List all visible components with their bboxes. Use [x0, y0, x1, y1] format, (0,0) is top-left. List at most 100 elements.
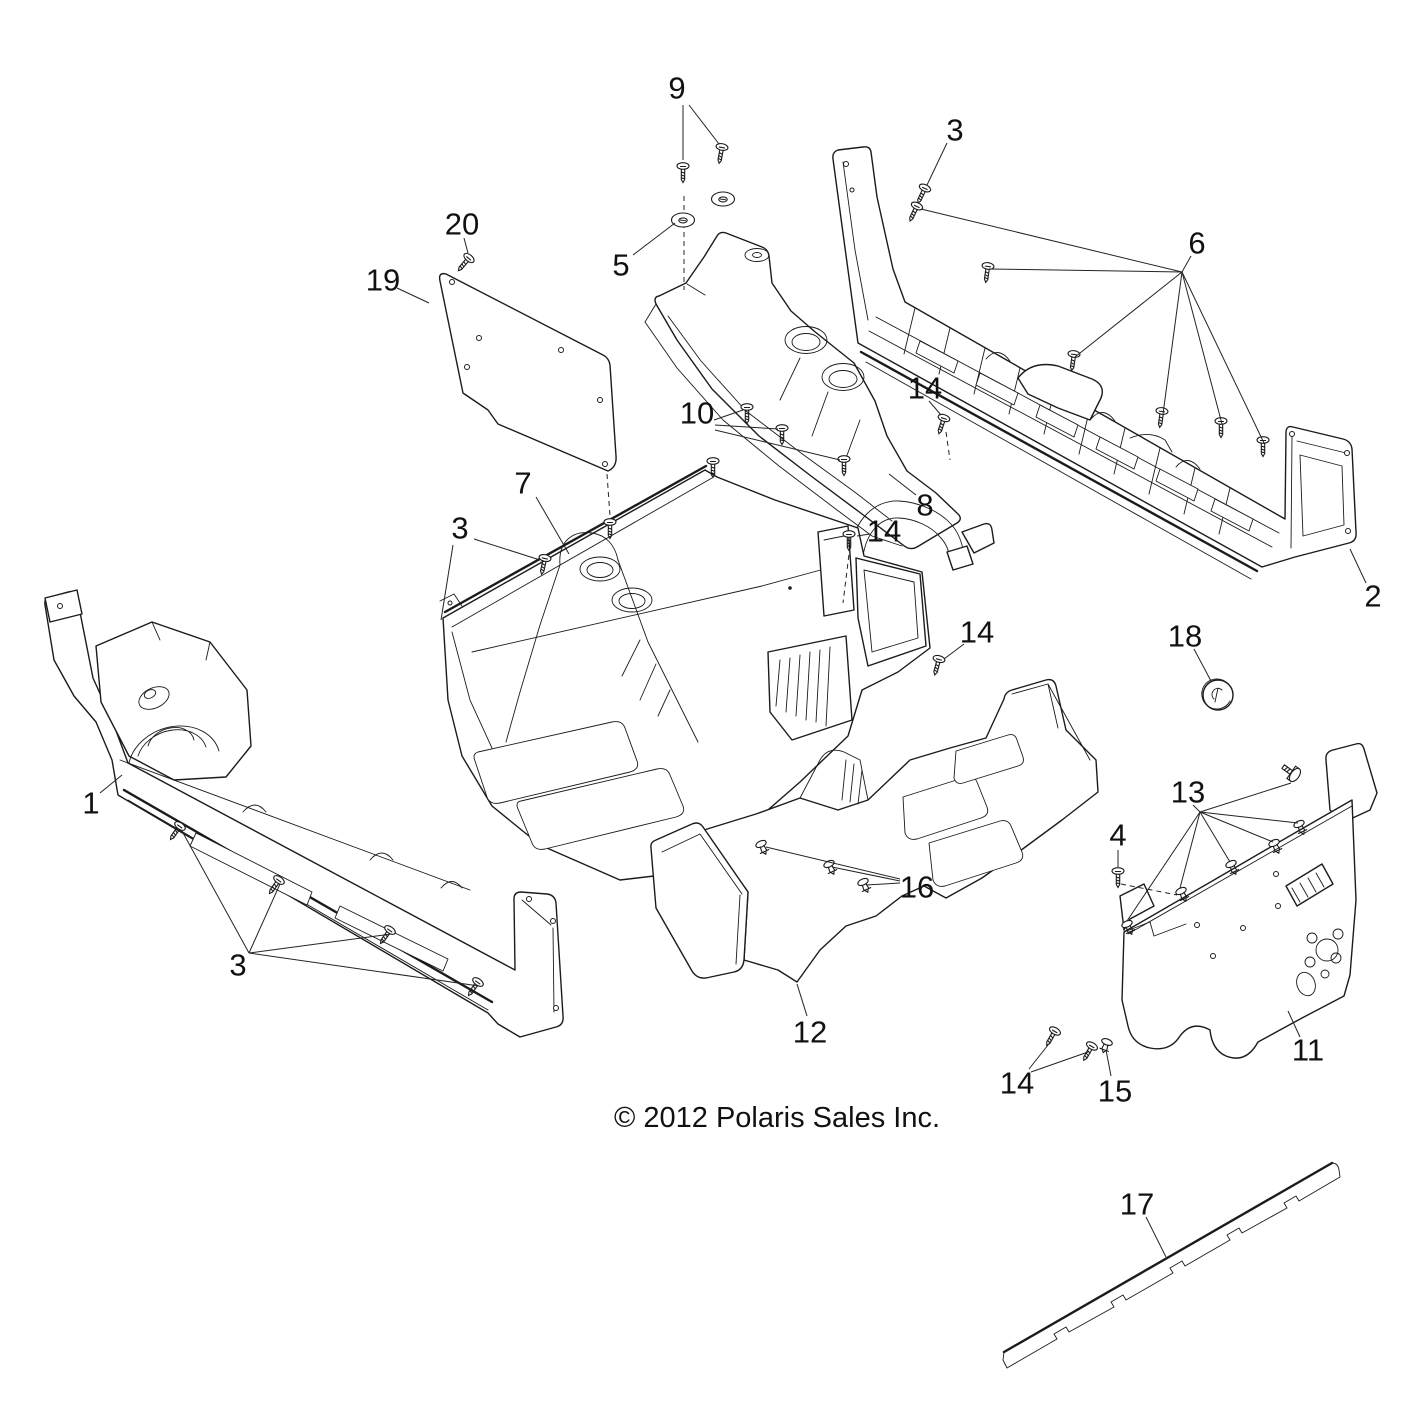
bracket-inner-arch	[862, 517, 951, 560]
cutout-circle	[1304, 956, 1316, 968]
part-center-console	[644, 231, 961, 550]
part-7-hump-right-edge	[617, 559, 699, 743]
callout-10: 10	[680, 396, 714, 431]
screw-icon-ref-9	[712, 142, 730, 165]
part-1-endcap-lines	[521, 899, 555, 1013]
bracket-foot-right	[946, 545, 974, 571]
leader-line-5	[632, 222, 676, 256]
callout-3c: 3	[229, 948, 246, 983]
leader-line-10	[713, 409, 744, 421]
part-1-slot-1	[189, 832, 313, 906]
leader-line-7	[535, 496, 570, 555]
part-7-hump-top	[559, 532, 619, 566]
leader-line-13	[1126, 811, 1201, 922]
console-outline	[654, 231, 961, 550]
cutout-circle	[1320, 969, 1330, 979]
leader-line-14d	[1028, 1039, 1053, 1070]
leader-line-13	[1192, 804, 1201, 813]
cup-holder-rear-inner	[828, 370, 858, 388]
callout-1: 1	[82, 786, 99, 821]
leader-line-20	[463, 237, 469, 254]
part-12-floor-panel-rear	[650, 678, 1099, 983]
callout-14c: 14	[960, 615, 994, 650]
leader-line-3b	[473, 538, 541, 561]
rivet-hole	[447, 600, 453, 606]
part-18-inner	[1201, 678, 1231, 710]
part-7-hump-left-edge	[505, 564, 561, 743]
callout-17: 17	[1120, 1187, 1154, 1222]
console-skirt	[644, 303, 903, 547]
callout-15: 15	[1098, 1074, 1132, 1109]
panel-hole	[597, 397, 603, 403]
leader-line-16	[831, 866, 901, 882]
part-11-top-inner	[1127, 805, 1353, 935]
console-ridges	[686, 283, 861, 459]
part-2-endcap-lines	[1290, 435, 1347, 549]
rivet-hole	[1289, 431, 1295, 437]
console-neck-oval	[744, 248, 770, 262]
part-1-rocker-panel-left	[44, 589, 564, 1038]
screw-icon-ref-14	[932, 412, 952, 437]
leader-line-6	[920, 208, 1183, 273]
leader-line-3a	[926, 142, 948, 186]
part-19-access-panel	[438, 272, 617, 472]
panel-hole	[449, 279, 455, 285]
part-11-vent-hatch	[1291, 872, 1325, 903]
panel-hole	[464, 364, 470, 370]
part-2-arm-inner	[842, 161, 869, 321]
part-11-vent	[1285, 863, 1334, 907]
part-1-arch-housing	[95, 621, 252, 781]
leader-line-14c	[943, 643, 965, 660]
cutout-circle	[1330, 952, 1342, 964]
part-1-arch-curves	[128, 621, 220, 764]
screw-icon-ref-20	[453, 251, 477, 276]
bolt-icon-ref-13	[1278, 759, 1304, 785]
leader-line-6	[1181, 255, 1192, 273]
callout-18: 18	[1168, 619, 1202, 654]
part-12-right-kick-inner	[1011, 683, 1091, 761]
leader-line-18	[1193, 648, 1212, 682]
dashed-line-1	[606, 473, 611, 517]
part-7-fin-inner	[823, 535, 845, 541]
leader-line-19	[396, 287, 430, 304]
bracket-tab	[961, 522, 995, 554]
callout-3a: 3	[946, 113, 963, 148]
part-1-arch-pocket-inner	[143, 689, 157, 699]
part-11-connector-cutouts	[1296, 928, 1344, 997]
callout-7: 7	[514, 466, 531, 501]
mark-dot	[788, 586, 792, 590]
panel-hole	[558, 347, 564, 353]
panel-hole	[1240, 925, 1246, 931]
part-11-step	[1123, 921, 1187, 937]
part-19-outline	[438, 272, 617, 472]
screw-icon-ref-6	[904, 199, 925, 225]
callout-3b: 3	[451, 511, 468, 546]
callout-2: 2	[1364, 579, 1381, 614]
part-2-lower-band-bold	[859, 350, 1259, 573]
part-12-tread-3	[953, 734, 1024, 784]
part-1-upper-flange	[119, 759, 471, 891]
callout-9: 9	[668, 71, 685, 106]
leader-line-13	[1199, 782, 1292, 813]
part-17-top-edge	[1002, 1161, 1334, 1354]
callout-19: 19	[366, 263, 400, 298]
rivet-hole	[1344, 450, 1350, 456]
part-2-top-tabs	[985, 352, 1201, 470]
part-7-bin-b-inner	[863, 569, 919, 653]
leader-line-17	[1145, 1216, 1167, 1258]
cup-holder-front-inner	[791, 333, 821, 351]
leader-line-6	[1074, 271, 1183, 358]
leader-line-12	[796, 983, 808, 1017]
cutout-oval	[1296, 971, 1316, 997]
rivet-hole	[550, 918, 556, 924]
console-neck-hole	[752, 252, 762, 258]
callout-20: 20	[445, 207, 479, 242]
panel-hole	[476, 335, 482, 341]
bracket-outer-arch	[849, 500, 965, 558]
screw-icon-ref-6	[1153, 406, 1169, 429]
leader-line-2	[1349, 548, 1367, 584]
screw-icon-ref-6	[1256, 436, 1270, 458]
part-2-small-hump	[1129, 434, 1173, 453]
